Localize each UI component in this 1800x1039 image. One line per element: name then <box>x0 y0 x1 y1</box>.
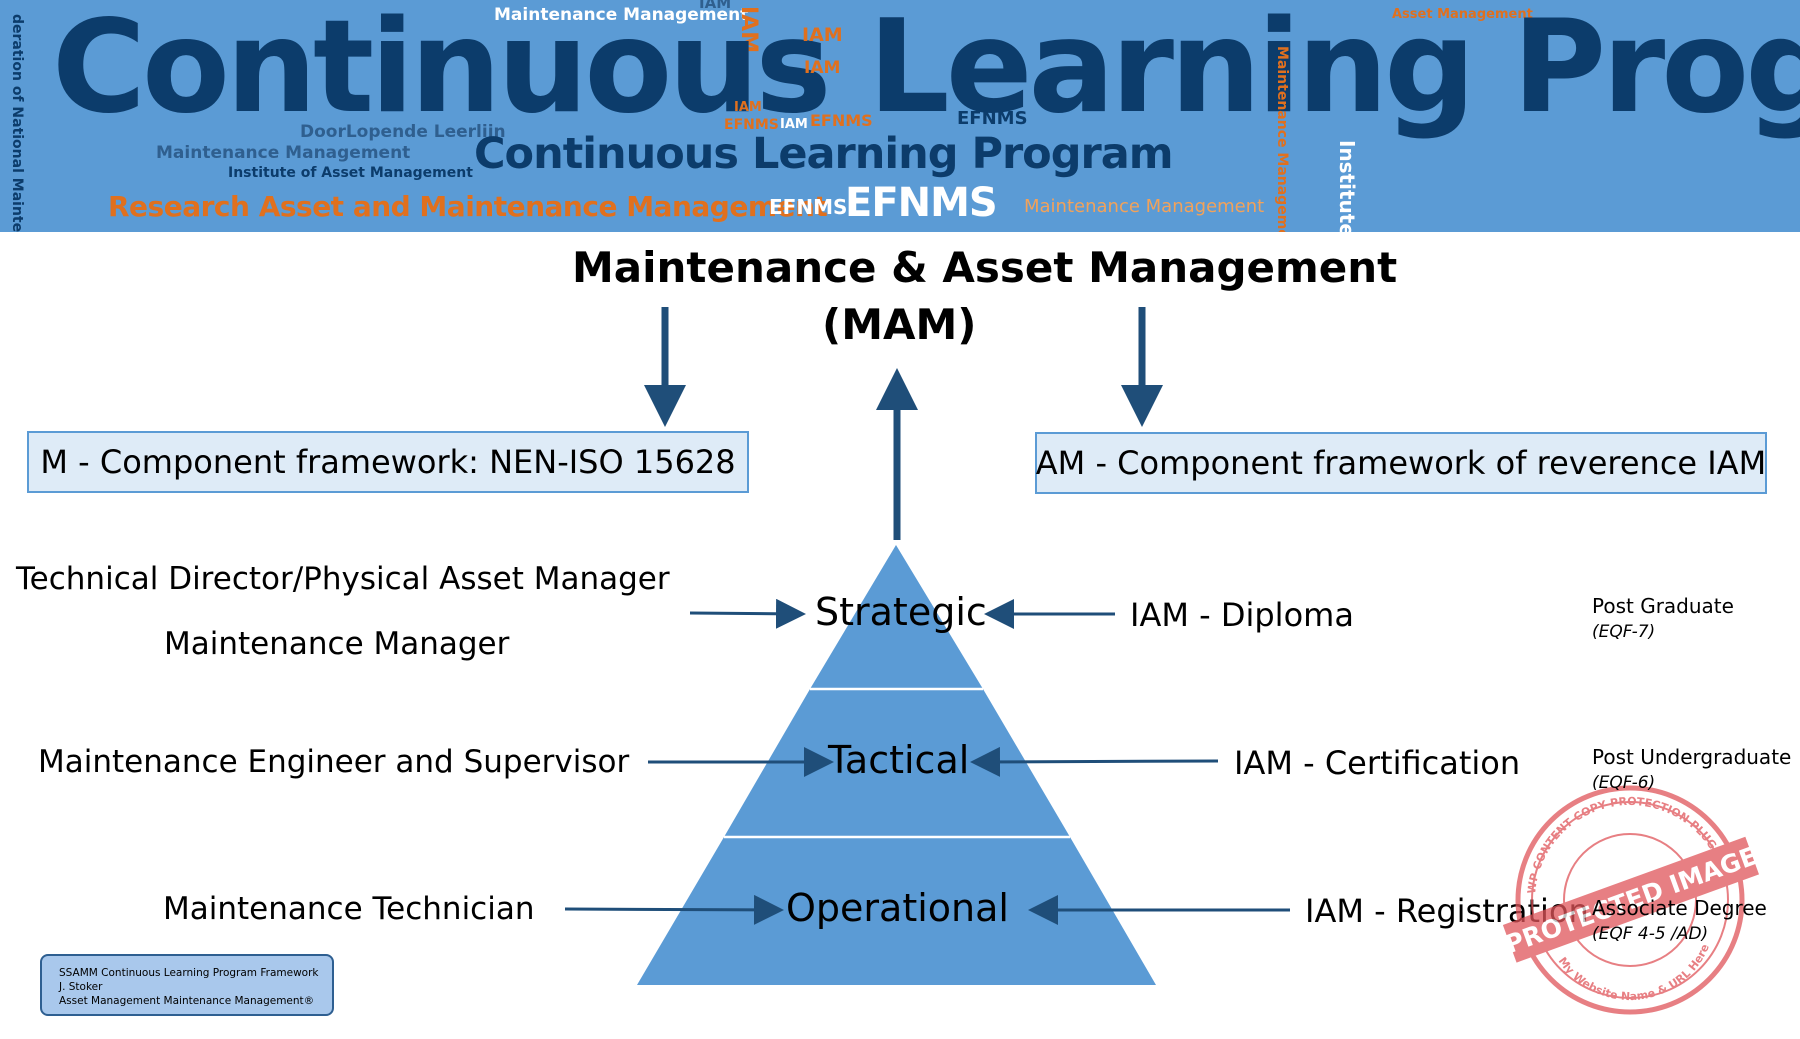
edu-post-graduate-eqf: (EQF-7) <box>1592 622 1656 642</box>
diagram-heading-abbrev: (MAM) <box>822 300 977 349</box>
cloud-word: Maintenance Management <box>156 143 411 163</box>
iam-diploma: IAM - Diploma <box>1130 596 1354 634</box>
cloud-word: IAM <box>699 0 732 12</box>
footer-line-org: Asset Management Maintenance Management® <box>59 995 315 1007</box>
cloud-word: EFNMS <box>724 117 779 133</box>
arrow-role-strategic <box>689 598 806 629</box>
cloud-word: Maintenance Management <box>1024 196 1265 217</box>
role-technician: Maintenance Technician <box>163 891 535 927</box>
cloud-word: Maintenance Management <box>494 5 749 25</box>
level-tactical: Tactical <box>828 738 970 782</box>
arrow-role-operational <box>564 894 784 925</box>
diagram-heading: Maintenance & Asset Management <box>572 243 1398 292</box>
edu-associate-degree: Associate Degree <box>1592 896 1767 920</box>
cloud-word: EFNMS <box>845 180 998 226</box>
pyramid-tier-tactical <box>724 689 1070 837</box>
cloud-word: EFNMS <box>810 111 873 130</box>
banner: Maintenance Management IAM IAM Asset Man… <box>0 0 1800 232</box>
cloud-word: IAM <box>802 24 843 46</box>
cloud-word: EFNMS <box>769 195 848 219</box>
am-component-label: AM - Component framework of reverence IA… <box>1035 444 1767 482</box>
role-engineer: Maintenance Engineer and Supervisor <box>38 744 630 780</box>
iam-certification: IAM - Certification <box>1234 744 1521 782</box>
footer-line-title: SSAMM Continuous Learning Program Framew… <box>59 967 319 979</box>
pyramid <box>637 545 1156 985</box>
m-component-box: M - Component framework: NEN-ISO 15628 <box>27 431 749 493</box>
role-technical-director: Technical Director/Physical Asset Manage… <box>16 561 670 597</box>
cloud-word: IAM <box>780 117 808 132</box>
footer-line-author: J. Stoker <box>59 981 103 993</box>
edu-associate-degree-eqf: (EQF 4-5 /AD) <box>1592 924 1709 944</box>
cloud-word: DoorLopende Leerlijn <box>300 122 506 142</box>
cloud-word: deration of National Maintenan <box>9 14 25 232</box>
banner-subtitle: Continuous Learning Program <box>474 129 1174 179</box>
pyramid-tier-operational <box>637 837 1156 985</box>
cloud-word: Institute <box>1335 140 1359 232</box>
cloud-word: IAM <box>736 6 761 54</box>
level-strategic: Strategic <box>815 590 987 634</box>
cloud-word: IAM <box>804 58 841 78</box>
footer-credit-box: SSAMM Continuous Learning Program Framew… <box>40 954 334 1016</box>
edu-post-undergraduate: Post Undergraduate <box>1592 745 1792 769</box>
cloud-word: Asset Management <box>1392 7 1533 22</box>
edu-post-undergraduate-eqf: (EQF-6) <box>1592 773 1656 793</box>
arrow-iam-tactical <box>970 746 1219 777</box>
cloud-word: Institute of Asset Management <box>228 165 473 181</box>
role-maintenance-manager: Maintenance Manager <box>164 626 510 662</box>
am-component-box: AM - Component framework of reverence IA… <box>1035 432 1767 494</box>
cloud-word: Maintenance Management <box>1274 46 1290 232</box>
pyramid-tier-strategic <box>810 545 983 689</box>
iam-registration: IAM - Registration <box>1305 892 1589 930</box>
cloud-word: IAM <box>734 100 762 115</box>
edu-post-graduate: Post Graduate <box>1592 594 1734 618</box>
cloud-word: Research Asset and Maintenance Managemen… <box>108 190 828 223</box>
cloud-word: EFNMS <box>957 108 1028 129</box>
m-component-label: M - Component framework: NEN-ISO 15628 <box>40 443 736 481</box>
banner-title: Continuous Learning Program <box>52 0 1800 142</box>
level-operational: Operational <box>786 886 1009 930</box>
